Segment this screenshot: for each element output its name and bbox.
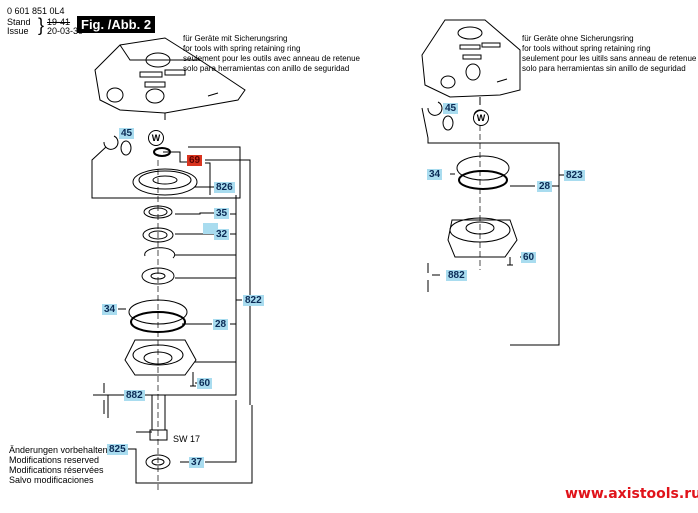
part-label-69[interactable]: 69 [187, 155, 203, 166]
part-label-882-right[interactable]: 882 [446, 270, 467, 281]
right-gear-housing [421, 19, 521, 105]
part-label-35[interactable]: 35 [214, 208, 230, 219]
note-line: für Geräte mit Sicherungsring [183, 34, 288, 43]
modifications-note: Änderungen vorbehalten Modifications res… [9, 445, 108, 485]
part-label-37[interactable]: 37 [189, 457, 205, 468]
part-label-45[interactable]: 45 [119, 128, 135, 139]
w-marker-icon: W [148, 130, 164, 146]
right-variant-note: für Geräte ohne Sicherungsring for tools… [522, 34, 696, 74]
part-label-28-right[interactable]: 28 [537, 181, 553, 192]
blank-label [203, 223, 218, 234]
part-label-34[interactable]: 34 [102, 304, 118, 315]
part-label-34-right[interactable]: 34 [427, 169, 443, 180]
part-label-822[interactable]: 822 [243, 295, 264, 306]
bracket-glyph: } [38, 15, 45, 35]
note-line: solo para herramientas con anillo de seg… [183, 64, 350, 73]
part-label-60-right[interactable]: 60 [521, 252, 537, 263]
stand-label: Stand [7, 17, 31, 27]
note-line: für Geräte ohne Sicherungsring [522, 34, 634, 43]
mod-line: Änderungen vorbehalten [9, 445, 108, 455]
issue-value: 20-03-30 [47, 26, 84, 36]
stand-value: 19-41 [47, 17, 71, 27]
part-label-32[interactable]: 32 [214, 229, 230, 240]
part-number: 0 601 851 0L4 [7, 6, 65, 16]
note-line: solo para herramientas sin anillo de seg… [522, 64, 686, 73]
part-label-825[interactable]: 825 [107, 444, 128, 455]
left-variant-note: für Geräte mit Sicherungsring for tools … [183, 34, 360, 74]
website-link[interactable]: www.axistools.ru [565, 486, 698, 502]
mod-line: Salvo modificaciones [9, 475, 94, 485]
note-line: seulement pour les outils avec anneau de… [183, 54, 361, 63]
mod-line: Modifications reserved [9, 455, 100, 465]
mod-line: Modifications réservées [9, 465, 104, 475]
part-label-882[interactable]: 882 [124, 390, 145, 401]
issue-label: Issue [7, 26, 29, 36]
figure-label: Fig. /Abb. 2 [77, 16, 156, 33]
part-label-28[interactable]: 28 [213, 319, 229, 330]
part-label-60[interactable]: 60 [197, 378, 213, 389]
note-line: for tools with spring retaining ring [183, 44, 301, 53]
part-label-826[interactable]: 826 [214, 182, 235, 193]
part-label-45-right[interactable]: 45 [443, 103, 459, 114]
note-line: seulement pour les uitils sans anneau de… [522, 54, 697, 63]
note-line: for tools without spring retaining ring [522, 44, 651, 53]
left-gear-housing [94, 37, 246, 120]
part-label-823[interactable]: 823 [564, 170, 585, 181]
w-marker-icon: W [473, 110, 489, 126]
wrench-size-label: SW 17 [173, 434, 201, 444]
